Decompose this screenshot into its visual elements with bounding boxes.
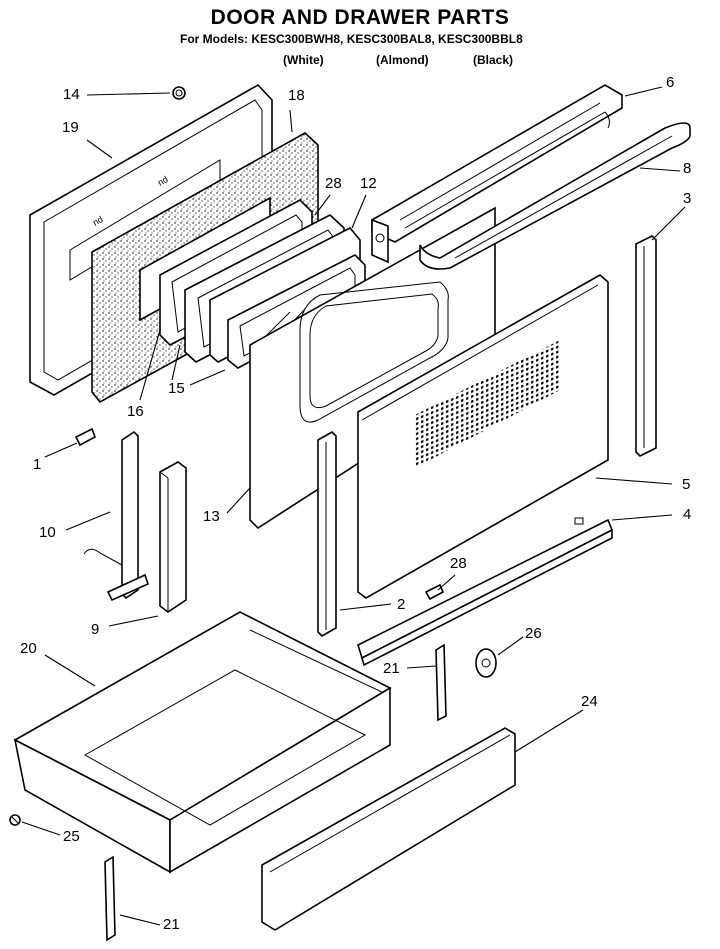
callout-28-lower: 28 xyxy=(450,555,467,572)
callout-16: 16 xyxy=(127,403,144,420)
callout-21-lower: 21 xyxy=(163,916,180,933)
callout-25: 25 xyxy=(63,828,80,845)
callout-5: 5 xyxy=(682,476,691,493)
callout-15: 15 xyxy=(168,380,185,397)
callout-14: 14 xyxy=(63,86,80,103)
callout-19: 19 xyxy=(62,119,79,136)
drawer-slide-upper xyxy=(435,643,447,722)
callout-18: 18 xyxy=(288,87,305,104)
hinge-clip xyxy=(74,427,96,447)
svg-text:nd: nd xyxy=(156,174,170,188)
outer-door-panel xyxy=(357,274,609,599)
drawer-slide-lower xyxy=(104,855,116,942)
door-glass-assemblies xyxy=(159,199,366,369)
color-label-almond: (Almond) xyxy=(376,53,429,67)
door-handle xyxy=(419,122,691,270)
callout-13: 13 xyxy=(203,508,220,525)
leader-lines xyxy=(21,86,686,926)
color-label-white: (White) xyxy=(283,53,324,67)
callout-8: 8 xyxy=(683,160,692,177)
callout-6: 6 xyxy=(666,74,675,91)
diagram-title: DOOR AND DRAWER PARTS xyxy=(210,6,510,29)
callout-24: 24 xyxy=(581,693,598,710)
door-clip xyxy=(424,583,445,601)
callout-9: 9 xyxy=(91,621,100,638)
door-bumper xyxy=(172,86,186,100)
storage-drawer xyxy=(13,611,392,874)
color-label-black: (Black) xyxy=(473,53,514,67)
callout-2: 2 xyxy=(397,596,406,613)
callout-26: 26 xyxy=(525,625,542,642)
drawer-roller xyxy=(475,648,497,678)
callout-20: 20 xyxy=(20,640,37,657)
door-side-trim-right xyxy=(635,235,657,457)
door-hinge xyxy=(83,430,149,602)
hinge-receiver xyxy=(159,461,187,613)
callout-28-upper: 28 xyxy=(325,175,342,192)
door-side-trim-left xyxy=(317,431,337,637)
callout-12: 12 xyxy=(360,175,377,192)
drawer-screw xyxy=(9,814,21,826)
callout-3: 3 xyxy=(683,190,692,207)
door-bottom-trim xyxy=(357,517,614,667)
door-vent-trim xyxy=(371,84,623,264)
model-list: For Models: KESC300BWH8, KESC300BAL8, KE… xyxy=(180,32,523,46)
callout-1: 1 xyxy=(33,456,42,473)
callout-21-upper: 21 xyxy=(383,660,400,677)
drawer-front-panel xyxy=(261,727,516,931)
svg-text:nd: nd xyxy=(91,214,105,228)
callout-10: 10 xyxy=(39,524,56,541)
callout-4: 4 xyxy=(683,506,692,523)
